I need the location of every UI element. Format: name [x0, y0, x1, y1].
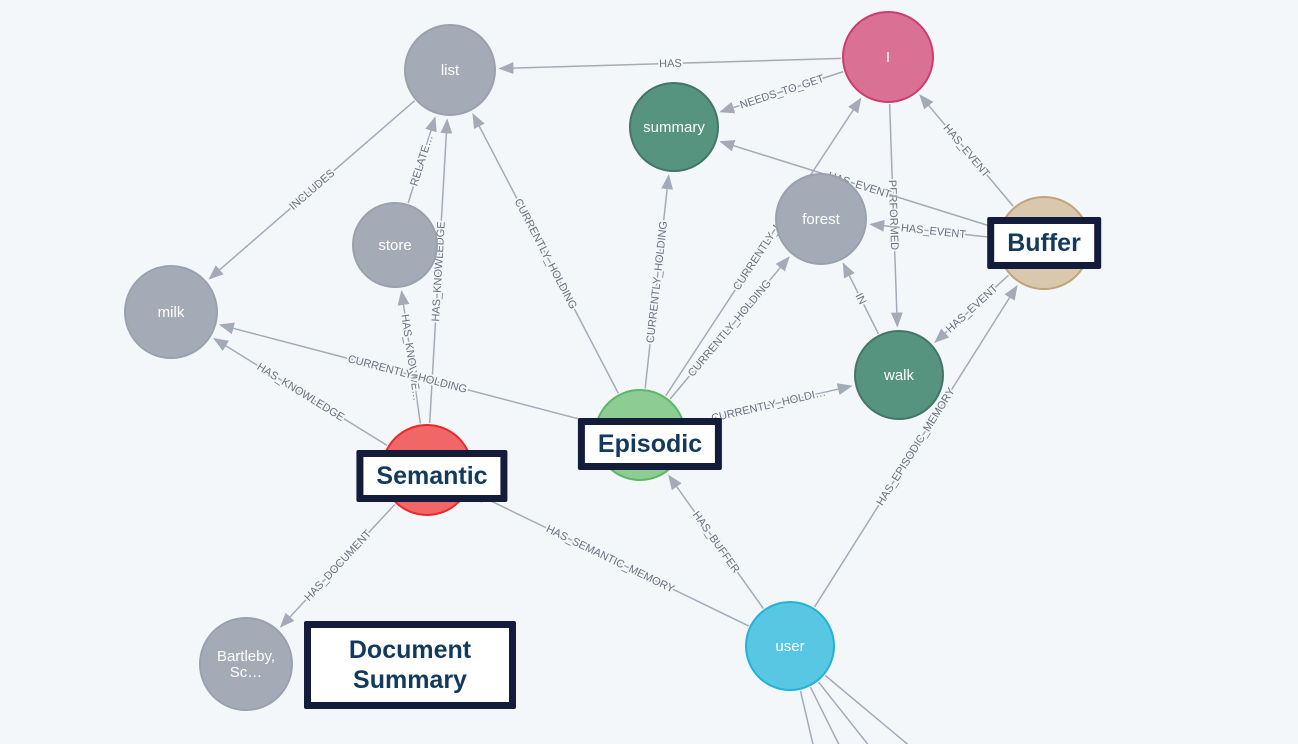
edge-label-i-list: HAS [659, 58, 682, 71]
edge-label-buffer-forest: HAS_EVENT [900, 222, 967, 241]
node-bartleby[interactable]: Bartleby,Sc… [199, 617, 293, 711]
node-caption-walk: walk [883, 367, 915, 384]
edge-semantic-bartleby[interactable] [279, 503, 396, 628]
edge-user-offscreen-23[interactable] [799, 690, 826, 744]
edge-semantic-store[interactable] [397, 290, 422, 424]
edge-label-list-milk: INCLUDES [287, 167, 337, 212]
edge-label-store-list: RELATE… [408, 133, 435, 187]
node-walk[interactable]: walk [854, 330, 944, 420]
edge-label-user-episodic: HAS_BUFFER [690, 509, 742, 575]
node-circle-milk[interactable] [124, 265, 218, 359]
edge-user-episodic[interactable] [668, 474, 764, 609]
edge-label-semantic-bartleby: HAS_DOCUMENT [302, 528, 374, 604]
annotation-document-summary-box: Document Summary [304, 621, 516, 709]
edge-semantic-list[interactable] [428, 118, 453, 424]
node-caption-i: I [886, 49, 890, 66]
edge-buffer-summary[interactable] [719, 139, 999, 230]
node-caption-list: list [441, 62, 460, 79]
edge-label-episodic-walk: CURRENTLY_HOLDI… [710, 387, 827, 425]
edge-user-buffer[interactable] [813, 284, 1018, 608]
node-caption-bartleby: Bartleby,Sc… [217, 648, 275, 681]
node-milk[interactable]: milk [124, 265, 218, 359]
node-circle-user[interactable] [745, 601, 835, 691]
node-store[interactable]: store [352, 202, 438, 288]
edge-label-semantic-store: HAS_KNOWLE… [398, 313, 422, 401]
edge-buffer-forest[interactable] [869, 219, 997, 239]
node-circle-i[interactable] [842, 11, 934, 103]
edge-label-semantic-milk: HAS_KNOWLEDGE [255, 361, 347, 424]
node-caption-milk: milk [158, 304, 185, 321]
node-circle-forest[interactable] [775, 173, 867, 265]
edge-i-walk[interactable] [888, 103, 903, 328]
node-list[interactable]: list [404, 24, 496, 116]
edge-store-list[interactable] [407, 116, 437, 204]
edge-list-milk[interactable] [208, 100, 415, 280]
edge-episodic-forest[interactable] [669, 256, 790, 400]
node-user[interactable]: user [745, 601, 835, 691]
node-forest[interactable]: forest [775, 173, 867, 265]
node-caption-summary: summary [643, 119, 705, 136]
edge-user-offscreen-25[interactable] [817, 681, 904, 744]
node-caption-forest: forest [802, 211, 840, 228]
edge-walk-forest[interactable] [842, 262, 880, 335]
edge-label-walk-forest: IN [853, 291, 869, 306]
node-caption-store: store [378, 237, 411, 254]
annotation-buffer-box: Buffer [987, 217, 1101, 269]
edge-semantic-milk[interactable] [213, 337, 388, 446]
node-circle-bartleby[interactable] [199, 617, 293, 711]
edge-label-i-summary: NEEDS_TO_GET [739, 73, 826, 112]
edge-episodic-i[interactable] [665, 97, 862, 397]
node-circle-store[interactable] [352, 202, 438, 288]
edge-user-semantic[interactable] [470, 491, 749, 627]
annotation-episodic-box: Episodic [577, 418, 723, 470]
edge-buffer-walk[interactable] [934, 274, 1010, 344]
node-circle-summary[interactable] [629, 82, 719, 172]
edge-label-episodic-forest: CURRENTLY_HOLDING [686, 278, 774, 380]
node-circle-list[interactable] [404, 24, 496, 116]
edge-label-episodic-summary: CURRENTLY_HOLDING [645, 220, 670, 343]
node-caption-user: user [775, 638, 804, 655]
edge-label-user-semantic: HAS_SEMANTIC_MEMORY [544, 523, 677, 596]
edge-label-buffer-walk: HAS_EVENT [944, 282, 1001, 335]
edge-user-offscreen-26[interactable] [824, 674, 948, 744]
edge-user-offscreen-24[interactable] [809, 686, 864, 744]
annotation-semantic-box: Semantic [356, 450, 508, 502]
node-summary[interactable]: summary [629, 82, 719, 172]
edge-label-buffer-i: HAS_EVENT [941, 122, 992, 180]
edge-i-list[interactable] [498, 57, 842, 75]
node-i[interactable]: I [842, 11, 934, 103]
edge-buffer-i[interactable] [919, 94, 1014, 207]
edge-episodic-list[interactable] [472, 113, 619, 394]
node-circle-walk[interactable] [854, 330, 944, 420]
edge-i-summary[interactable] [719, 70, 844, 114]
edge-label-episodic-list: CURRENTLY_HOLDING [512, 197, 579, 311]
edge-episodic-summary[interactable] [644, 174, 674, 389]
edge-episodic-milk[interactable] [218, 322, 595, 424]
